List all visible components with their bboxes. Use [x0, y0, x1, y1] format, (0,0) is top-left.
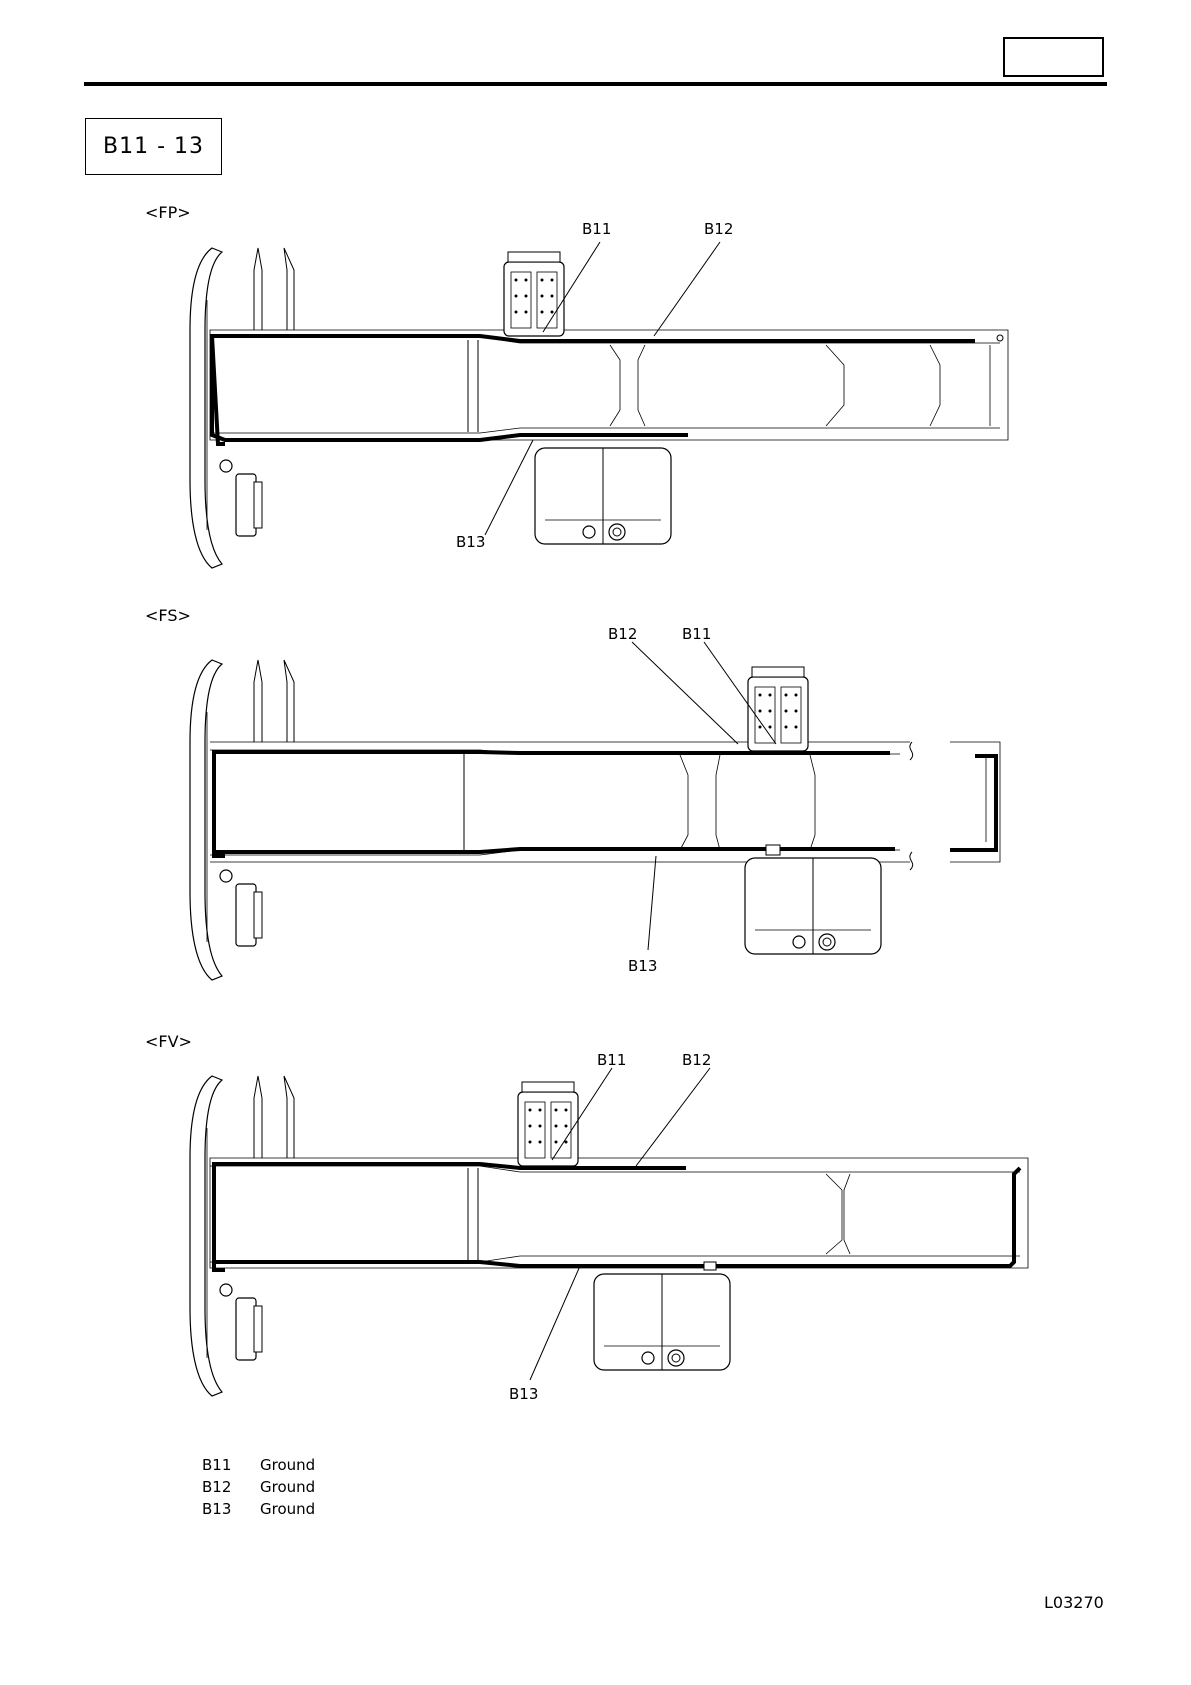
legend-row: B12 Ground	[202, 1476, 315, 1498]
legend-code: B11	[202, 1454, 260, 1476]
callout-fp-b11: B11	[582, 220, 611, 238]
legend-row: B11 Ground	[202, 1454, 315, 1476]
legend-row: B13 Ground	[202, 1498, 315, 1520]
variant-label-fs: <FS>	[145, 606, 191, 625]
callout-fv-b12: B12	[682, 1051, 711, 1069]
fp-diagram	[190, 242, 1008, 568]
legend-desc: Ground	[260, 1476, 315, 1498]
document-code: L03270	[1044, 1593, 1104, 1612]
callout-fv-b13: B13	[509, 1385, 538, 1403]
callout-fs-b12: B12	[608, 625, 637, 643]
callout-fs-b11: B11	[682, 625, 711, 643]
callout-fs-b13: B13	[628, 957, 657, 975]
legend: B11 Ground B12 Ground B13 Ground	[202, 1454, 315, 1520]
fs-diagram	[190, 642, 1000, 980]
callout-fv-b11: B11	[597, 1051, 626, 1069]
legend-code: B12	[202, 1476, 260, 1498]
callout-fp-b13: B13	[456, 533, 485, 551]
variant-label-fp: <FP>	[145, 203, 191, 222]
legend-desc: Ground	[260, 1454, 315, 1476]
variant-label-fv: <FV>	[145, 1032, 192, 1051]
callout-fp-b12: B12	[704, 220, 733, 238]
legend-code: B13	[202, 1498, 260, 1520]
legend-desc: Ground	[260, 1498, 315, 1520]
fv-diagram	[190, 1068, 1028, 1396]
